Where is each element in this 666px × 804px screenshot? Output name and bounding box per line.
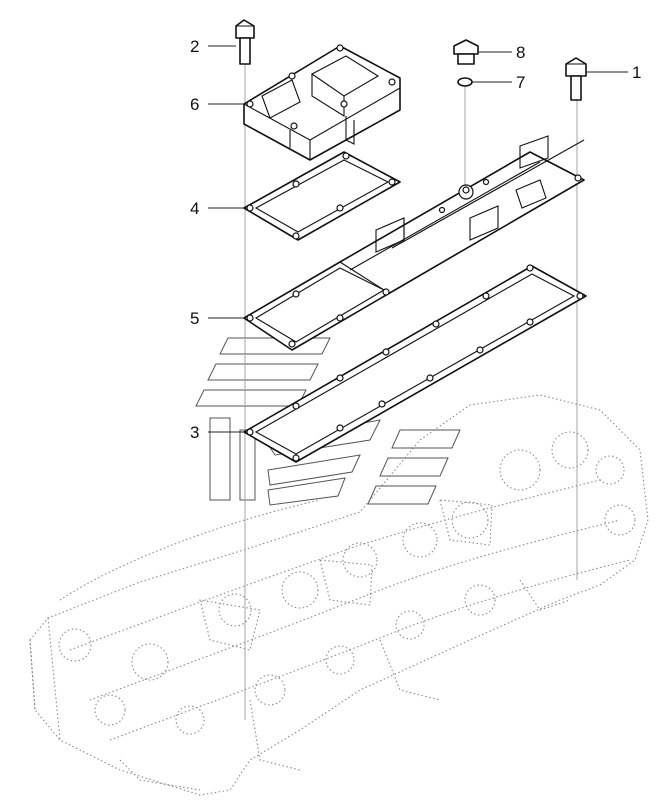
part-7-o-ring — [457, 77, 473, 87]
part-3-gasket — [243, 264, 587, 463]
callout-2: 2 — [190, 37, 199, 56]
callout-5: 5 — [190, 309, 199, 328]
part-6-flange-housing — [243, 44, 401, 161]
callout-8: 8 — [516, 43, 525, 62]
part-1-bolt — [565, 57, 587, 101]
callout-7: 7 — [516, 73, 525, 92]
callout-labels: 2 6 4 5 3 1 8 7 — [190, 37, 641, 442]
part-5-manifold-cover — [243, 135, 585, 351]
callout-4: 4 — [190, 199, 199, 218]
part-2-bolt — [235, 19, 255, 65]
callout-1: 1 — [632, 63, 641, 82]
callout-3: 3 — [190, 423, 199, 442]
part-8-plug — [453, 39, 479, 65]
callout-leaders — [208, 45, 628, 433]
callout-6: 6 — [190, 95, 199, 114]
engine-block-ghost — [29, 394, 649, 796]
part-4-gasket — [243, 151, 401, 241]
